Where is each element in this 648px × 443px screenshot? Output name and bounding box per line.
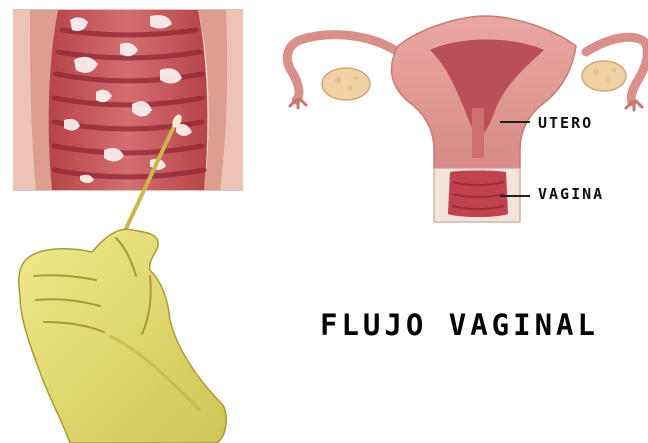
utero-label: UTERO — [538, 114, 593, 132]
gloved-hand-icon — [19, 229, 226, 443]
vaginal-wall-closeup-illustration — [14, 10, 242, 190]
vagina-label: VAGINA — [538, 185, 604, 203]
page-title: FLUJO VAGINAL — [320, 308, 599, 342]
